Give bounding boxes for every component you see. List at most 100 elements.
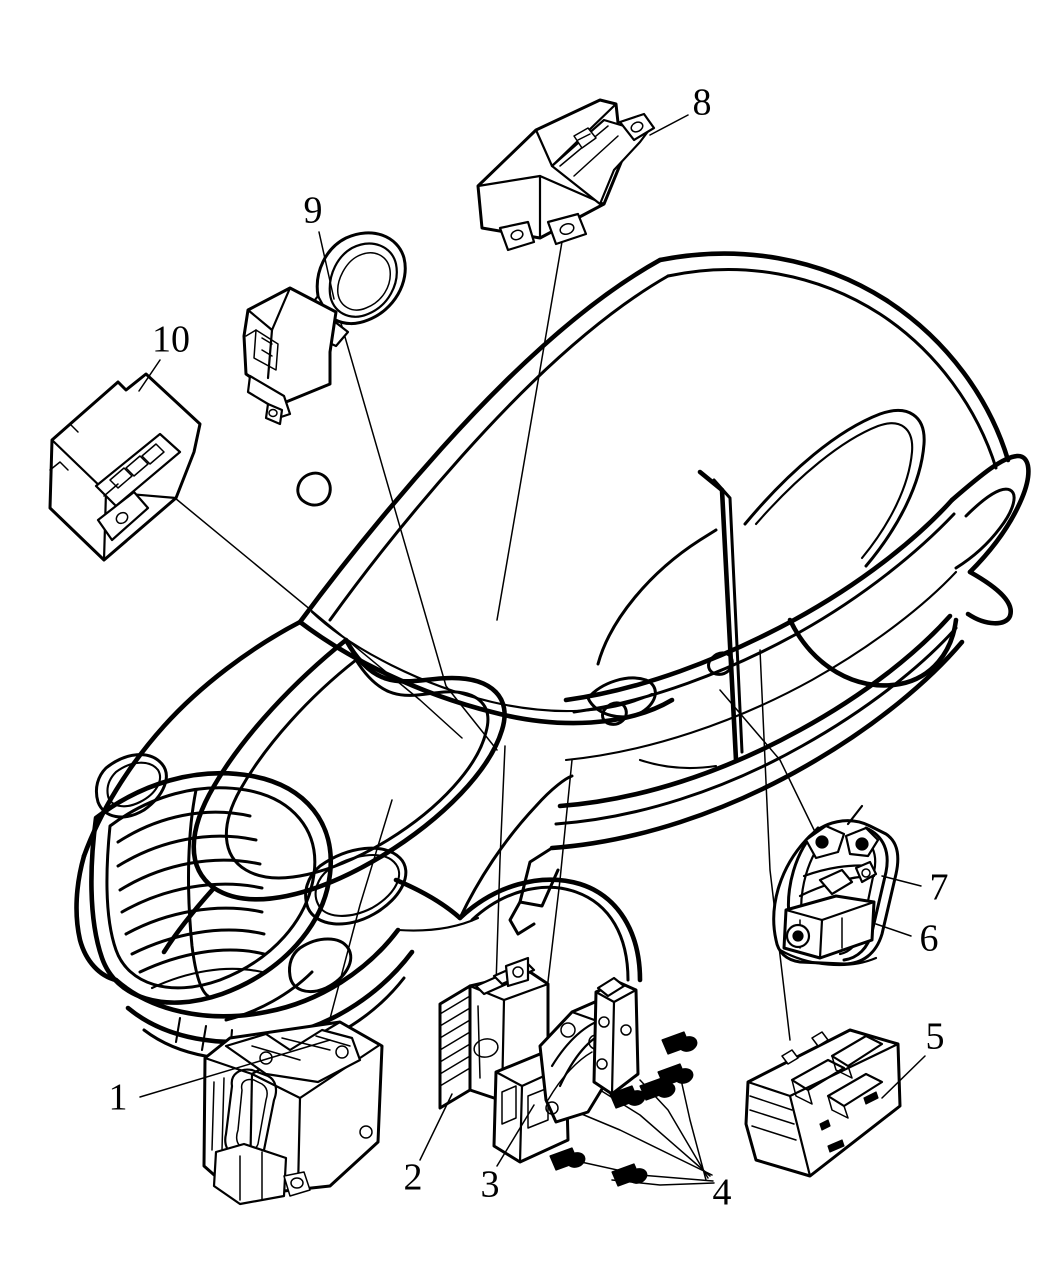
- roof-outer-edge: [657, 251, 1011, 463]
- bracket-slot-1: [501, 1085, 517, 1125]
- bracket-lower-corner: [518, 1084, 524, 1164]
- module-67-center-boss: [854, 860, 878, 884]
- module-2-fin-5: [439, 1043, 471, 1063]
- module-8-mount-hole-rear: [630, 121, 644, 133]
- module-1-boss-a: [335, 1045, 349, 1059]
- module-2-fin-1: [439, 995, 471, 1015]
- module-9-left-edge: [245, 329, 257, 337]
- module-67-bottom-lip: [778, 948, 878, 967]
- part-8-airbag-control-module[interactable]: [476, 98, 656, 252]
- leader-line-4a: [679, 1074, 707, 1181]
- front-wheel-arch-outer: [457, 877, 643, 983]
- parts-6-7-seat-module-assembly[interactable]: [772, 804, 900, 967]
- module-2-fin-7: [439, 1067, 471, 1087]
- module-5-connector-window-2: [830, 1034, 884, 1068]
- grille-bar-6: [130, 928, 266, 956]
- module-1-valve-rail: [224, 1028, 362, 1084]
- module-1-lower-tab: [283, 1171, 311, 1197]
- callout-tick-5: [881, 1055, 926, 1099]
- module-8-mount-hole-right: [559, 222, 575, 236]
- module-1-rail-line-1: [251, 1045, 301, 1061]
- belt-line: [563, 497, 955, 703]
- module-67-tray-corner: [818, 918, 824, 960]
- screw-6: [611, 1163, 648, 1187]
- module-2-post-hole: [512, 966, 524, 978]
- screw-1-head: [678, 1036, 698, 1052]
- part-4-mounting-screws[interactable]: [549, 1031, 699, 1187]
- bracket-hanger-tab: [596, 976, 626, 998]
- module-67-post: [846, 804, 864, 826]
- callout-tick-3: [496, 1104, 535, 1167]
- cowl-nub: [296, 471, 332, 507]
- module-5-connector-window-1: [790, 1058, 846, 1092]
- module-10-pin-edge: [103, 483, 119, 497]
- front-left-corner: [74, 853, 119, 983]
- module-1-connector-inner: [235, 1078, 268, 1152]
- module-7-rail: [842, 826, 889, 962]
- module-2-fin-3: [439, 1019, 471, 1039]
- part-10-transmission-control-module[interactable]: [48, 372, 202, 562]
- module-8-mount-hole-left: [510, 229, 524, 241]
- fender-lower-crease: [396, 916, 480, 932]
- module-9-antenna-ring-mid: [328, 242, 398, 318]
- screw-2: [657, 1063, 694, 1087]
- bracket-flange-hole-3: [596, 1058, 608, 1070]
- bracket-flange-hole-1: [598, 1016, 610, 1028]
- body-side-crease: [564, 570, 958, 762]
- fender-lower-lip: [508, 900, 536, 936]
- callout-tick-9: [318, 231, 335, 300]
- module-5-layer-3: [751, 1125, 797, 1141]
- module-5-layer-2: [749, 1109, 795, 1125]
- module-9-housing: [242, 286, 338, 404]
- front-door-handle: [601, 701, 628, 726]
- callout-tick-2: [419, 1093, 453, 1161]
- grille-bar-7: [138, 948, 266, 974]
- module-2-fin-6: [439, 1055, 471, 1075]
- headlight-right: [304, 846, 408, 926]
- belt-line-lower: [572, 512, 956, 714]
- screw-2-head: [674, 1068, 694, 1084]
- module-1-boss-right: [359, 1125, 373, 1139]
- module-5-vent-3: [827, 1139, 845, 1153]
- leader-line-5: [759, 649, 791, 1041]
- rocker-mid: [554, 626, 958, 826]
- module-10-pin-3: [141, 443, 165, 465]
- bumper-crease: [224, 970, 314, 1022]
- part-5-body-control-module[interactable]: [744, 1028, 902, 1178]
- bracket-hole-3: [545, 1101, 559, 1115]
- module-9-bracket-hole: [268, 408, 278, 418]
- part-3-module-mounting-bracket[interactable]: [492, 976, 640, 1164]
- hood-bulge-outer: [191, 637, 507, 902]
- part-1-anti-lock-brake-control-module[interactable]: [202, 1020, 384, 1206]
- bracket-flange-hole-2: [620, 1024, 632, 1036]
- callout-number-7: 7: [930, 867, 949, 909]
- a-pillar-windshield-edge: [297, 257, 663, 625]
- screw-3: [609, 1085, 646, 1109]
- module-67-bushing-inner: [792, 930, 804, 942]
- module-5-vent-2: [863, 1091, 879, 1105]
- bracket-slot-2: [527, 1087, 549, 1129]
- module-2-fin-2: [439, 1007, 471, 1027]
- part-9-sentry-key-immobilizer-module[interactable]: [242, 231, 407, 426]
- module-8-mount-ear-left: [498, 220, 536, 252]
- module-5-window-1-depth: [791, 1079, 813, 1105]
- module-5-vent-1: [819, 1119, 831, 1131]
- air-dam-strake-1: [174, 1016, 182, 1044]
- callout-tick-6: [875, 923, 912, 937]
- bracket-hole-1: [560, 1022, 576, 1038]
- part-2-powertrain-control-module[interactable]: [438, 956, 550, 1110]
- rear-door-handle: [707, 651, 734, 676]
- module-1-rail-line-2: [281, 1037, 331, 1051]
- callout-number-2: 2: [404, 1157, 423, 1199]
- leader-line-1: [326, 799, 393, 1031]
- grille-bar-2: [116, 834, 258, 868]
- module-5-connector-window-3: [826, 1072, 884, 1108]
- callout-number-6: 6: [920, 918, 939, 960]
- rear-door-window-outer: [743, 409, 926, 568]
- headlight-left-inner: [106, 761, 162, 808]
- bracket-rear-flange: [592, 980, 640, 1096]
- callout-number-8: 8: [693, 82, 712, 124]
- screw-6-head: [628, 1168, 648, 1184]
- bracket-gusset-curve-3: [547, 1051, 593, 1101]
